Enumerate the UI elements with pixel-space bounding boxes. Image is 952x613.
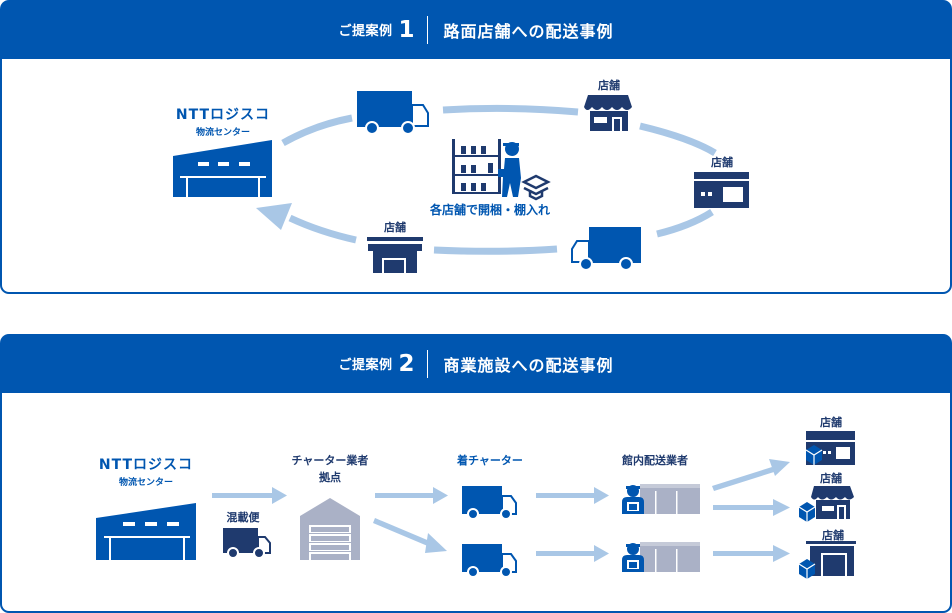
flow-arrow [536,545,609,562]
garage-icon [300,498,360,560]
store-label: 店舗 [711,156,733,169]
shelf-worker-icon [452,139,521,197]
case1-section: ご提案例 1 路面店舗への配送事例 [0,0,952,294]
flow-arrow [713,545,790,562]
loop-arc [639,122,717,157]
loop-arc [442,104,579,116]
case2-label: ご提案例 [338,358,393,373]
truck-icon [462,486,517,520]
header-divider [426,15,428,44]
flow-arrow [712,459,790,491]
case1-diagram [173,91,749,273]
store-label: 店舗 [820,416,842,429]
truck-icon [223,528,271,559]
package-icon [798,559,816,579]
boxes-icon [521,174,551,201]
case1-header: ご提案例 1 路面店舗への配送事例 [0,0,952,59]
case2-number: 2 [398,350,415,377]
case1-number: 1 [398,16,415,43]
store-label: 店舗 [384,221,406,234]
truck-icon [357,91,429,135]
loop-arc [281,114,353,147]
in-house-delivery-label: 館内配送業者 [622,454,688,467]
case1-center-sub: 物流センター [195,128,250,138]
case1-label: ご提案例 [338,24,393,39]
store-label: 店舗 [598,79,620,92]
flow-arrow [536,487,609,504]
loop-arrowhead [256,203,292,230]
store-label: 店舗 [820,472,842,485]
case2-header: ご提案例 2 商業施設への配送事例 [0,334,952,393]
package-icon [805,445,823,465]
store-sign-icon [694,172,749,208]
case2-center-name: NTTロジスコ [98,457,194,473]
charter-base-label: チャーター業者 [291,454,369,467]
delivery-worker-icon [622,484,700,514]
store-shutter-icon [806,541,856,576]
storefront-awning-icon [811,486,854,519]
warehouse-icon [173,140,272,197]
case1-title: 路面店舗への配送事例 [443,21,614,41]
loop-arc [288,214,357,244]
store-shutter-icon [367,237,423,273]
truck-icon [571,227,641,271]
truck-icon [462,544,517,578]
store-label: 店舗 [822,529,844,542]
delivery-worker-icon [622,542,700,572]
case2-center-sub: 物流センター [118,478,173,488]
flow-arrow [212,487,287,504]
mixed-label: 混載便 [226,511,260,524]
case2-title: 商業施設への配送事例 [443,355,614,375]
case2-section: ご提案例 2 商業施設への配送事例 [0,334,952,613]
loop-arc [656,209,714,238]
warehouse-icon [96,503,196,560]
package-icon [798,502,816,522]
case1-body [0,59,952,294]
flow-arrow [373,518,447,553]
flow-arrow [713,499,790,516]
arrival-charter-label: 着チャーター [457,454,523,467]
case2-diagram [96,431,856,579]
worker-caption: 各店舗で開梱・棚入れ [429,203,550,217]
storefront-awning-icon [584,95,632,131]
flow-arrow [375,487,448,504]
charter-base-label-2: 拠点 [319,471,341,484]
header-divider [426,349,428,378]
loop-arc [433,245,558,255]
case1-center-name: NTTロジスコ [175,107,271,123]
